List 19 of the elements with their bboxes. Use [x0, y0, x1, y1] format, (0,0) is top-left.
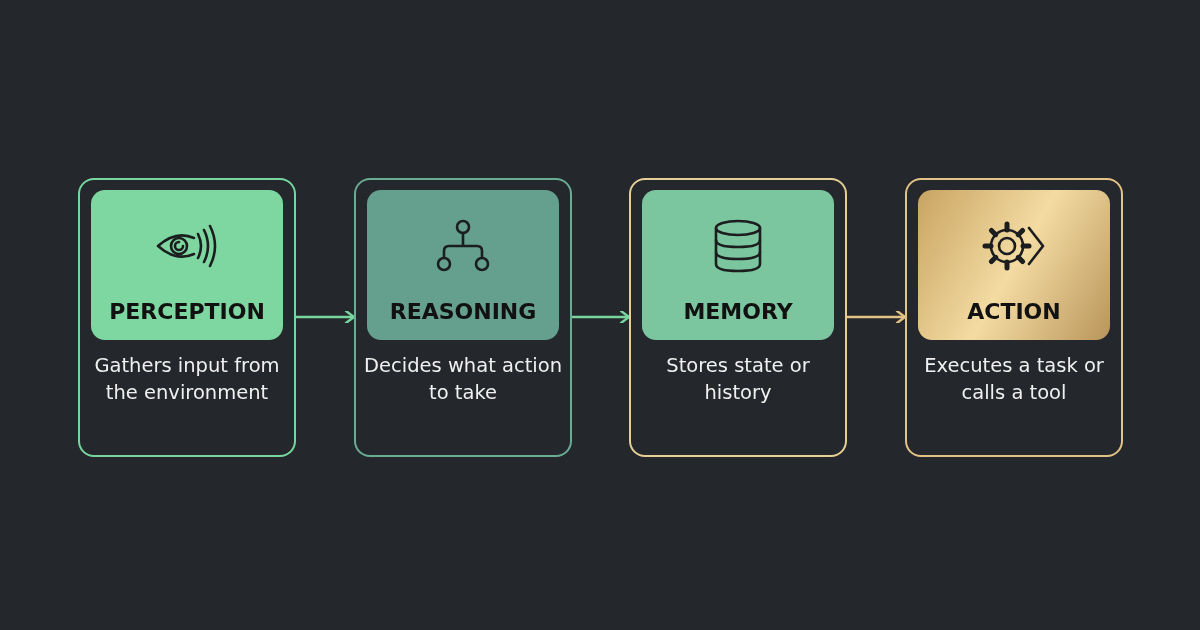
arrow [296, 309, 356, 325]
step-title: ACTION [966, 299, 1062, 324]
step-card [905, 178, 1123, 457]
step-description: Stores state or history [665, 353, 811, 406]
step-header-tile [91, 190, 283, 340]
step-title: MEMORY [682, 299, 794, 324]
step-card [78, 178, 296, 457]
step-description: Executes a task or calls a tool [923, 353, 1105, 406]
step-header-tile [367, 190, 559, 340]
step-title: REASONING [388, 299, 538, 324]
step-title: PERCEPTION [108, 299, 266, 324]
step-card [629, 178, 847, 457]
step-description: Decides what action to take [364, 353, 562, 406]
step-description: Gathers input from the environment [93, 353, 281, 406]
arrow [572, 309, 631, 325]
step-header-tile [642, 190, 834, 340]
step-header-tile [918, 190, 1110, 340]
arrow [847, 309, 907, 325]
step-card [354, 178, 572, 457]
